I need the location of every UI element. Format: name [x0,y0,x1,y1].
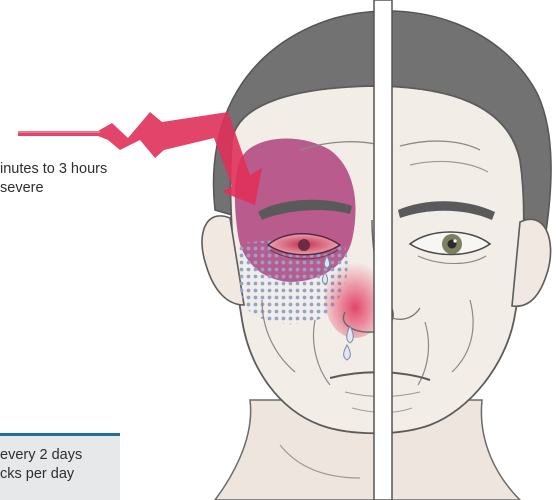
left-pupil [298,239,310,251]
divider-bar [374,0,392,500]
callout-bottom-line2: cks per day [0,465,82,484]
callout-top-line1: inutes to 3 hours [0,160,107,179]
attack-duration-callout: inutes to 3 hours severe [0,160,107,198]
attack-frequency-callout: every 2 days cks per day [0,446,82,484]
callout-top-line2: severe [0,179,107,198]
callout-bottom-line1: every 2 days [0,446,82,465]
